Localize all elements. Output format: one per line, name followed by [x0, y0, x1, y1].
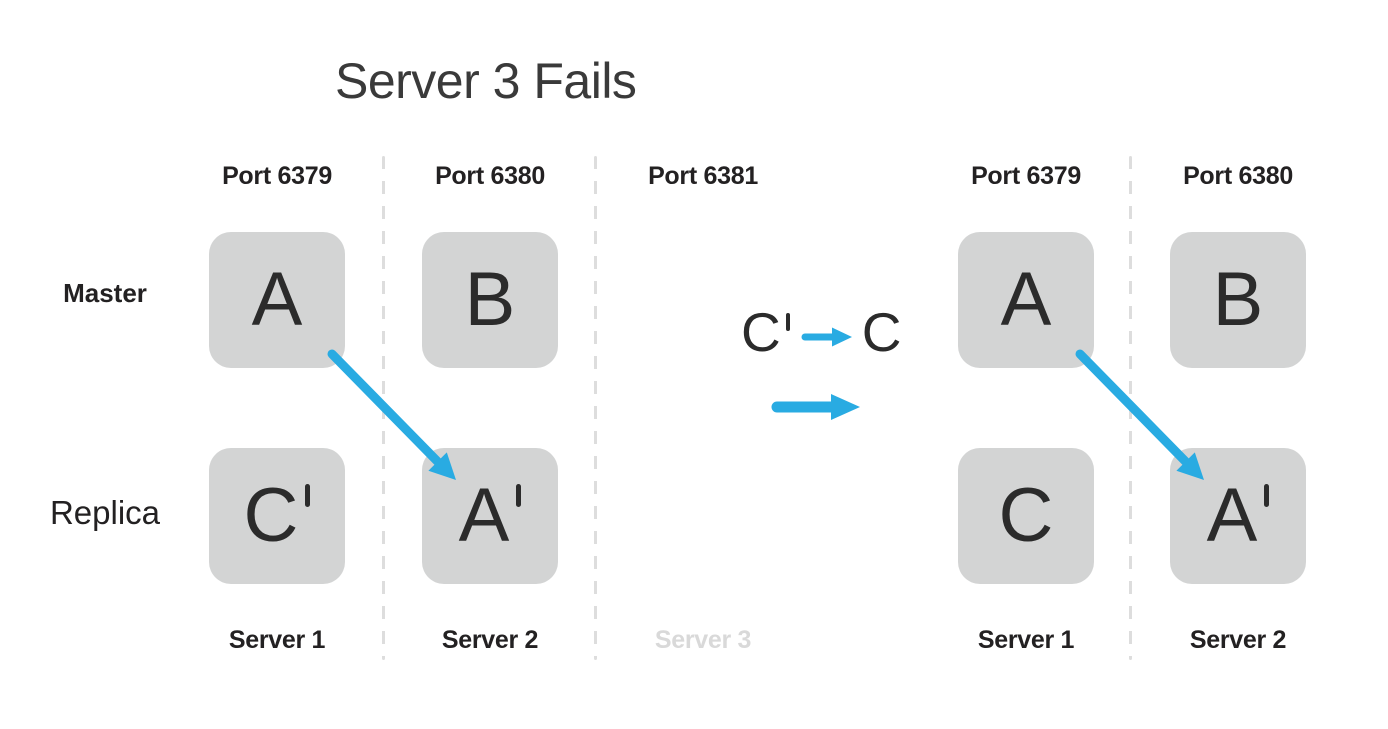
server-label-left-3-failed: Server 3: [654, 626, 752, 654]
node-letter: B: [464, 257, 516, 342]
server-label-right-1: Server 1: [977, 626, 1075, 654]
prime-mark: [305, 484, 311, 507]
port-label-right-6380: Port 6380: [1183, 162, 1293, 190]
prime-mark: [1264, 484, 1270, 507]
node-box-left-master-b: B: [422, 232, 558, 368]
port-label-left-6379: Port 6379: [222, 162, 332, 190]
port-label-left-6381: Port 6381: [648, 162, 758, 190]
column-divider: [382, 156, 385, 660]
node-letter: A: [1000, 257, 1052, 342]
column-divider: [1129, 156, 1132, 660]
promotion-from-letter: C: [741, 301, 781, 363]
promotion-annotation: C C: [741, 301, 902, 363]
row-label-master: Master: [63, 278, 147, 308]
server-label-left-2: Server 2: [441, 626, 539, 654]
node-letter: C: [998, 473, 1054, 558]
column-divider: [594, 156, 597, 660]
port-label-right-6379: Port 6379: [971, 162, 1081, 190]
transition-arrow-icon: [771, 394, 860, 420]
node-box-left-replica-c-prime: C: [209, 448, 345, 584]
node-box-right-replica-c: C: [958, 448, 1094, 584]
node-box-left-replica-a-prime: A: [422, 448, 558, 584]
server-label-left-1: Server 1: [228, 626, 326, 654]
node-box-right-master-b: B: [1170, 232, 1306, 368]
promotion-to-letter: C: [861, 301, 902, 363]
node-letter: A: [1206, 473, 1258, 558]
node-letter: C: [243, 473, 299, 558]
prime-mark: [785, 313, 790, 331]
diagram-title: Server 3 Fails: [335, 53, 637, 109]
server-label-right-2: Server 2: [1189, 626, 1287, 654]
prime-mark: [516, 484, 522, 507]
node-letter: A: [458, 473, 510, 558]
node-box-right-master-a: A: [958, 232, 1094, 368]
port-label-left-6380: Port 6380: [435, 162, 545, 190]
node-box-right-replica-a-prime: A: [1170, 448, 1306, 584]
promotion-arrow-icon: [801, 327, 852, 347]
node-box-left-master-a: A: [209, 232, 345, 368]
node-letter: A: [251, 257, 303, 342]
node-letter: B: [1212, 257, 1264, 342]
row-label-replica: Replica: [49, 494, 161, 531]
